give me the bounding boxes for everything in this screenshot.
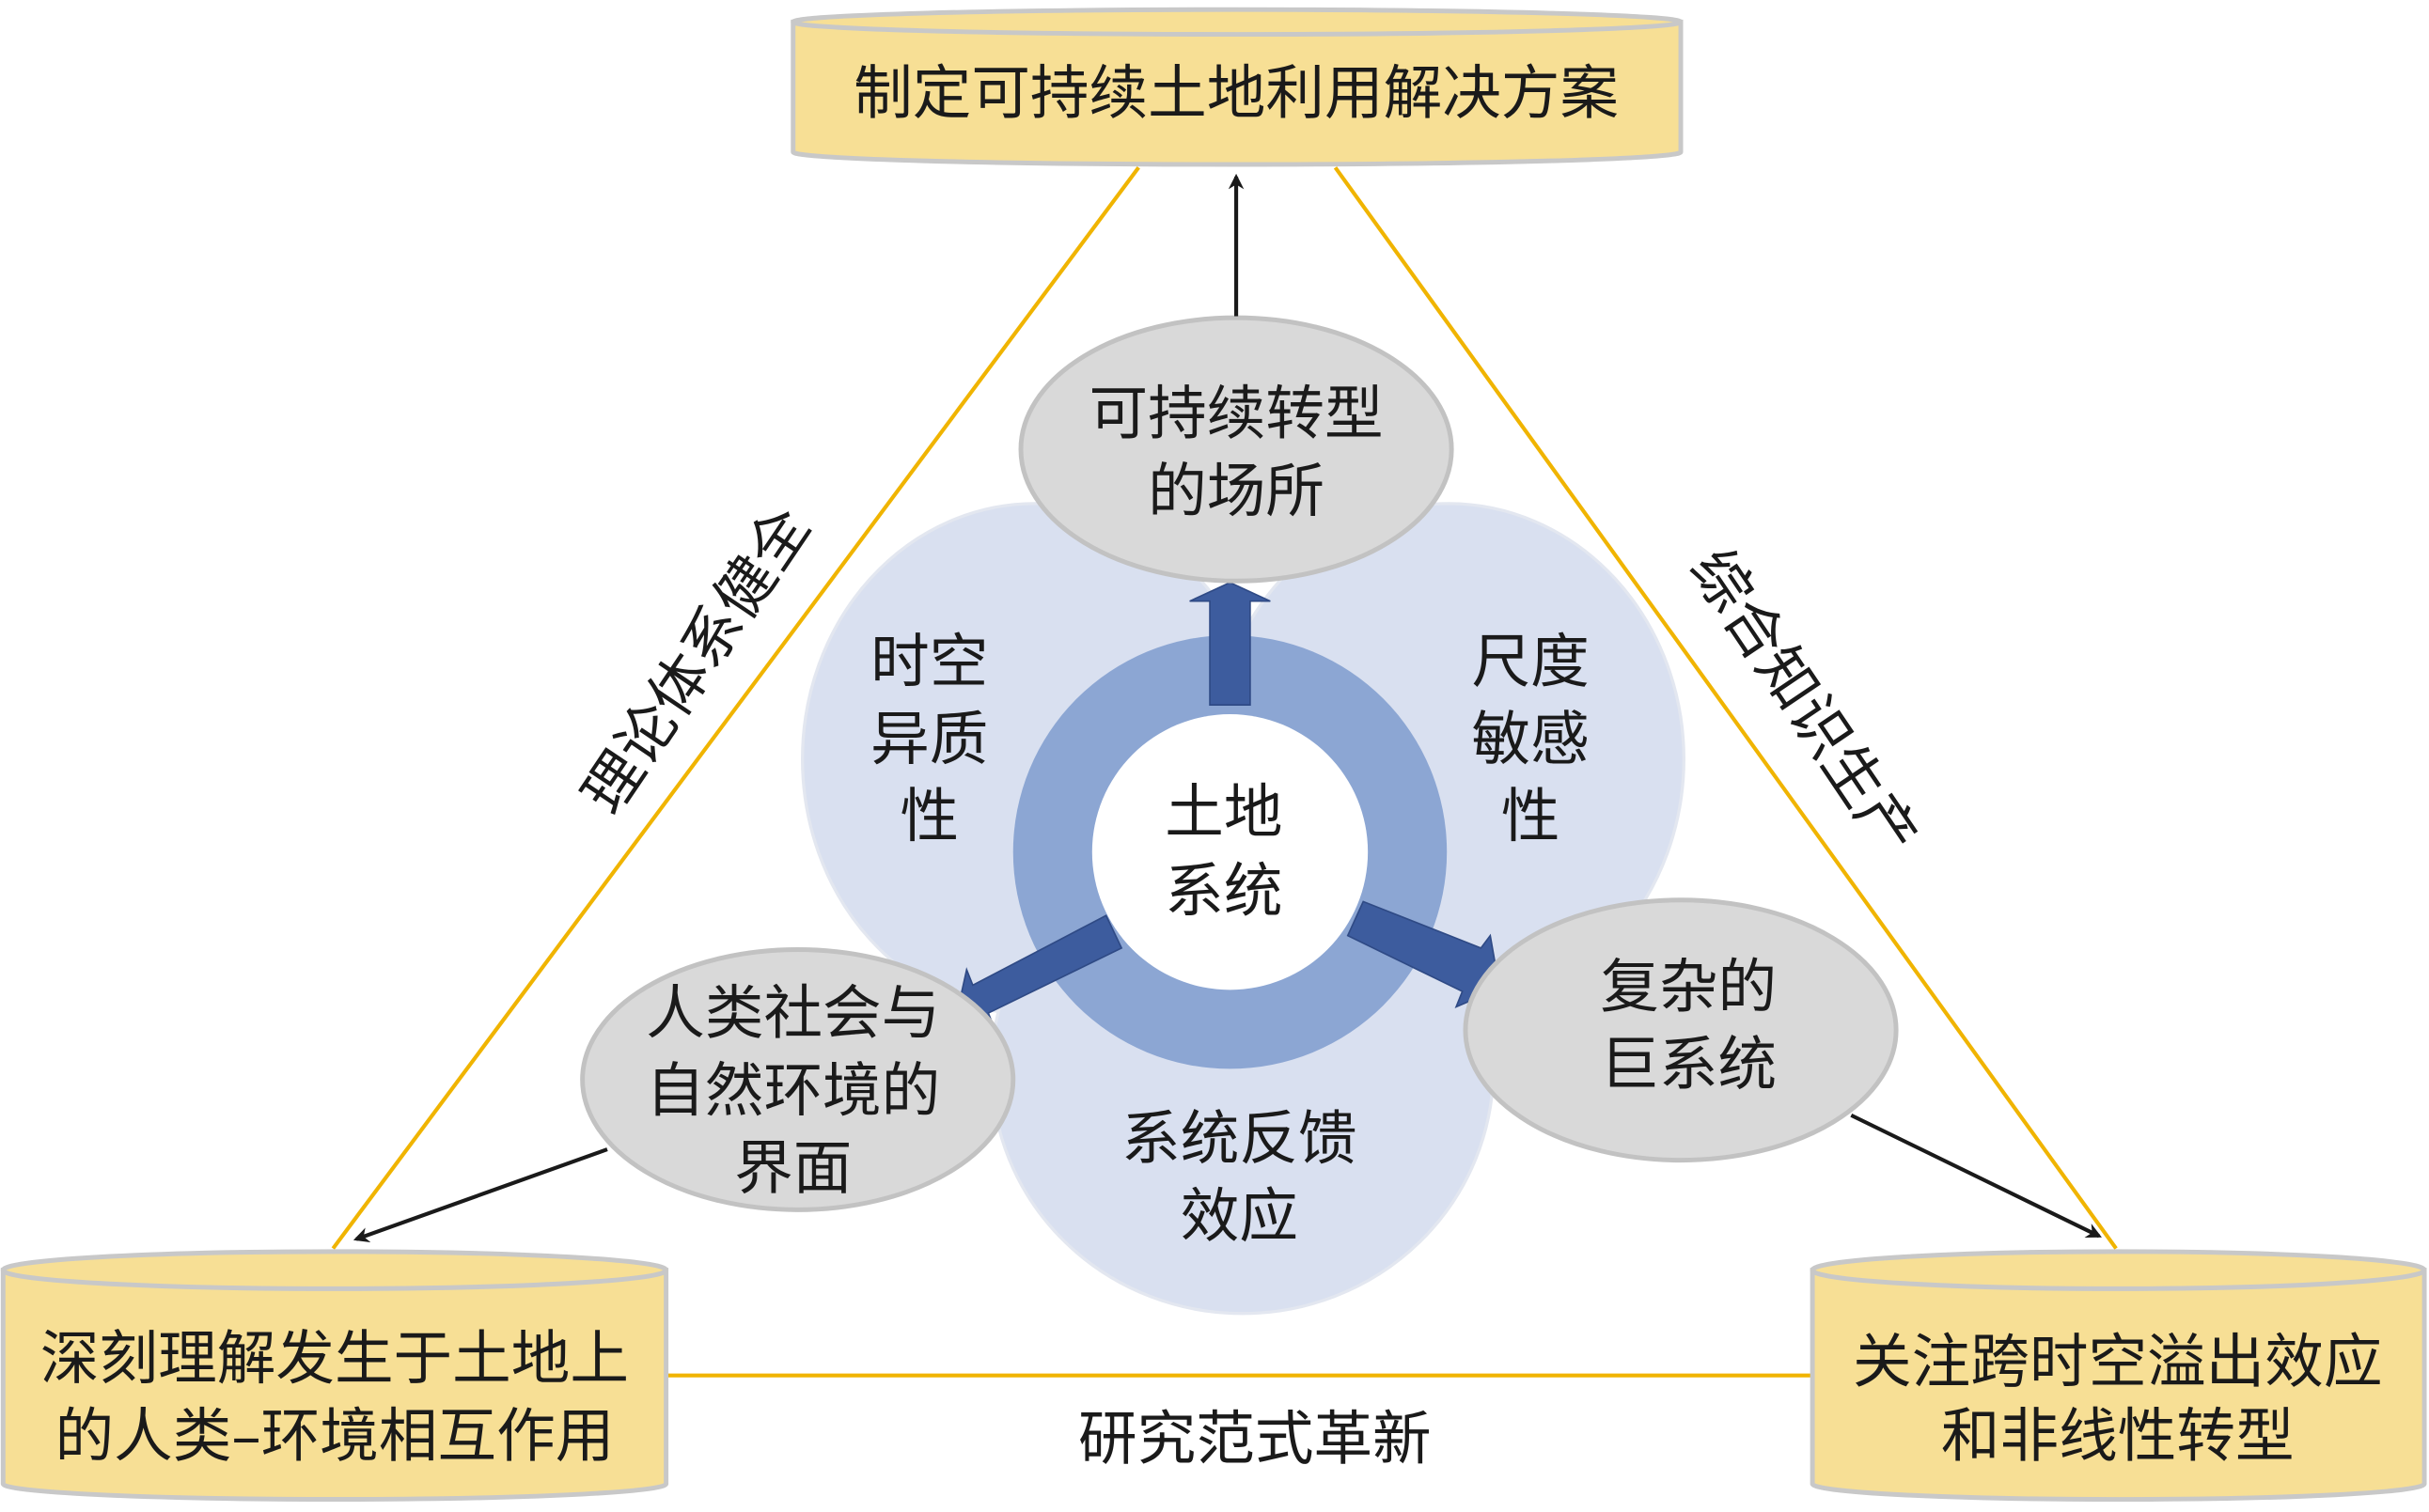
edge-label-bottom: 研究范式革新 xyxy=(1078,1405,1432,1473)
property-left: 时空 异质 性 xyxy=(870,627,988,850)
role-right: 复杂的 巨系统 xyxy=(1463,897,1899,1163)
role-top-line: 可持续转型 xyxy=(1089,380,1384,448)
triangle-frame xyxy=(331,166,2118,1378)
goal-right-line: 关注跨时空溢出效应 xyxy=(1853,1327,2382,1395)
arrow-to-right-icon xyxy=(1850,1113,2102,1239)
property-bottom-line: 系统反馈 xyxy=(1121,1104,1356,1173)
property-left-line: 性 xyxy=(900,782,959,850)
goal-right: 关注跨时空溢出效应 和非线性转型 xyxy=(1810,1249,2427,1503)
role-left-line: 界面 xyxy=(734,1133,852,1202)
property-right-line: 敏感 xyxy=(1472,705,1590,773)
property-bottom-line: 效应 xyxy=(1181,1181,1298,1250)
goal-right-line: 和非线性转型 xyxy=(1941,1401,2295,1470)
property-left-line: 时空 xyxy=(870,627,988,695)
arrow-to-left-icon xyxy=(353,1147,608,1242)
core-label-1: 土地 xyxy=(1165,777,1282,846)
goal-left: 深刻理解发生于土地上 的人类–环境相互作用 xyxy=(0,1249,669,1502)
property-right: 尺度 敏感 性 xyxy=(1472,627,1590,850)
role-left: 人类社会与 自然环境的 界面 xyxy=(580,947,1016,1212)
goal-top-label: 制定可持续土地利用解决方案 xyxy=(854,59,1619,128)
outcome-arrows xyxy=(353,173,2102,1242)
role-left-line: 人类社会与 xyxy=(646,979,940,1048)
goal-left-line: 深刻理解发生于土地上 xyxy=(40,1324,629,1393)
property-right-line: 性 xyxy=(1501,782,1560,850)
goal-left-line: 的人类–环境相互作用 xyxy=(55,1401,615,1470)
property-right-line: 尺度 xyxy=(1472,627,1590,695)
property-bottom: 系统反馈 效应 xyxy=(1121,1104,1356,1250)
block-arrows xyxy=(953,582,1501,1030)
goal-top: 制定可持续土地利用解决方案 xyxy=(791,7,1684,167)
role-right-line: 巨系统 xyxy=(1600,1030,1777,1099)
role-top: 可持续转型 的场所 xyxy=(1018,315,1454,584)
arrow-up-icon xyxy=(1189,582,1271,706)
role-left-line: 自然环境的 xyxy=(646,1056,940,1125)
core-center xyxy=(1091,714,1369,990)
core-label-2: 系统 xyxy=(1165,856,1282,925)
role-right-line: 复杂的 xyxy=(1600,952,1777,1021)
edge-label-left: 理论体系健全 xyxy=(569,495,823,826)
property-left-line: 异质 xyxy=(870,705,988,773)
role-top-line: 的场所 xyxy=(1148,457,1324,525)
